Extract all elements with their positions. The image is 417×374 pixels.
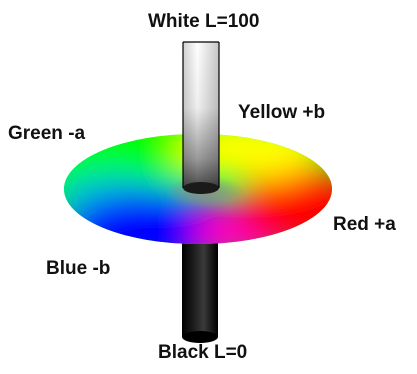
blue-minus-b-label: Blue -b bbox=[46, 259, 110, 278]
white-cylinder-base bbox=[183, 182, 219, 194]
white-l100-label: White L=100 bbox=[148, 12, 259, 31]
white-cylinder-shading bbox=[183, 42, 219, 188]
green-minus-a-label: Green -a bbox=[8, 124, 85, 143]
white-cylinder bbox=[183, 42, 219, 194]
red-plus-a-label: Red +a bbox=[333, 215, 396, 234]
yellow-plus-b-label: Yellow +b bbox=[238, 103, 325, 122]
black-l0-label: Black L=0 bbox=[158, 343, 247, 362]
